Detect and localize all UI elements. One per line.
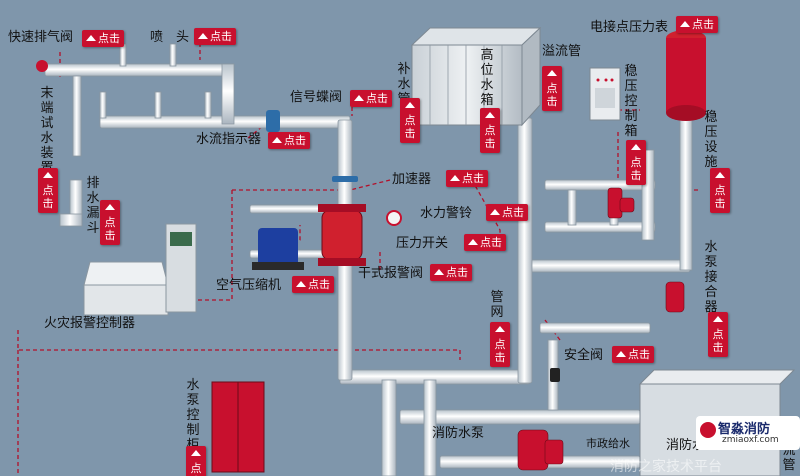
pointer-icon (468, 239, 478, 245)
stabilizer-box-label: 稳压控制箱 (624, 64, 638, 139)
pointer-icon (713, 316, 723, 322)
pointer-icon (296, 281, 306, 287)
signal-butterfly-valve-label: 信号蝶阀 (290, 90, 343, 105)
click-button-drain-funnel[interactable]: 点击 (100, 200, 120, 245)
air-compressor-label: 空气压缩机 (216, 278, 282, 293)
pointer-icon (715, 172, 725, 178)
pointer-icon (547, 70, 557, 76)
click-button-pressure-switch[interactable]: 点击 (464, 234, 506, 251)
pointer-icon (405, 102, 415, 108)
click-button-stabilizer-box[interactable]: 点击 (626, 140, 646, 185)
water-flow-indicator-label: 水流指示器 (196, 132, 262, 147)
fire-pump-label: 消防水泵 (432, 426, 485, 441)
fire-alarm-controller-label: 火灾报警控制器 (44, 316, 136, 331)
overflow-pipe-label: 溢流管 (542, 44, 582, 59)
pointer-icon (198, 33, 208, 39)
click-button-makeup-pipe[interactable]: 点击 (400, 98, 420, 143)
pressure-switch-label: 压力开关 (396, 236, 449, 251)
water-gong-label: 水力警铃 (420, 206, 473, 221)
click-button-air-compressor[interactable]: 点击 (292, 276, 334, 293)
fire-alarm-controller-shape (83, 223, 197, 316)
drain-funnel-label: 排水漏斗 (86, 176, 100, 236)
click-button-water-gong[interactable]: 点击 (486, 204, 528, 221)
click-button-pressure-gauge[interactable]: 点击 (676, 16, 718, 33)
click-button-quick-vent[interactable]: 点击 (82, 30, 124, 47)
pointer-icon (495, 326, 505, 332)
end-test-device-label: 末端试水装置 (40, 86, 54, 176)
pointer-icon (105, 204, 115, 210)
pump-adapter-label: 水泵接合器 (704, 240, 718, 315)
click-button-safety-valve[interactable]: 点击 (612, 346, 654, 363)
logo-name: 智淼消防 (718, 422, 771, 437)
watermark: 消防之家技术平台 (610, 459, 722, 475)
click-button-end-test[interactable]: 点击 (38, 168, 58, 213)
dry-alarm-valve-shape (318, 204, 402, 266)
pointer-icon (272, 137, 282, 143)
click-button-accelerator[interactable]: 点击 (446, 170, 488, 187)
pressure-gauge-label: 电接点压力表 (590, 20, 669, 35)
pointer-icon (43, 172, 53, 178)
safety-valve-label: 安全阀 (564, 348, 604, 363)
flame-logo-icon (700, 422, 716, 438)
high-tank-shape (410, 26, 542, 127)
click-button-pump-cabinet[interactable]: 点击 (186, 446, 206, 476)
stabilizer-device-label: 稳压设施 (704, 110, 718, 170)
pointer-icon (616, 351, 626, 357)
click-button-flow-indicator[interactable]: 点击 (268, 132, 310, 149)
pointer-icon (485, 112, 495, 118)
municipal-supply-label: 市政给水 (586, 437, 630, 450)
pipe-network-label: 管网 (490, 290, 504, 320)
accelerator-label: 加速器 (392, 172, 432, 187)
click-button-high-tank[interactable]: 点击 (480, 108, 500, 153)
pointer-icon (191, 450, 201, 456)
sprinkler-head-label: 喷 头 (150, 30, 190, 45)
click-button-overflow-pipe[interactable]: 点击 (542, 66, 562, 111)
high-tank-label: 高位水箱 (480, 48, 494, 108)
click-button-sprinkler[interactable]: 点击 (194, 28, 236, 45)
click-button-pump-adapter[interactable]: 点击 (708, 312, 728, 357)
logo-url: zmiaoxf.com (722, 435, 779, 445)
quick-vent-valve-label: 快速排气阀 (8, 30, 74, 45)
dry-alarm-valve-label: 干式报警阀 (358, 266, 424, 281)
pointer-icon (86, 35, 96, 41)
click-button-dry-alarm-valve[interactable]: 点击 (430, 264, 472, 281)
pointer-icon (631, 144, 641, 150)
pump-cabinet-label: 水泵控制柜 (186, 378, 200, 453)
click-button-stabilizer-device[interactable]: 点击 (710, 168, 730, 213)
pointer-icon (450, 175, 460, 181)
brand-logo: 智淼消防 zmiaoxf.com (696, 416, 800, 450)
pointer-icon (354, 95, 364, 101)
pointer-icon (490, 209, 500, 215)
click-button-butterfly-valve[interactable]: 点击 (350, 90, 392, 107)
click-button-pipe-network[interactable]: 点击 (490, 322, 510, 367)
pointer-icon (680, 21, 690, 27)
pointer-icon (434, 269, 444, 275)
